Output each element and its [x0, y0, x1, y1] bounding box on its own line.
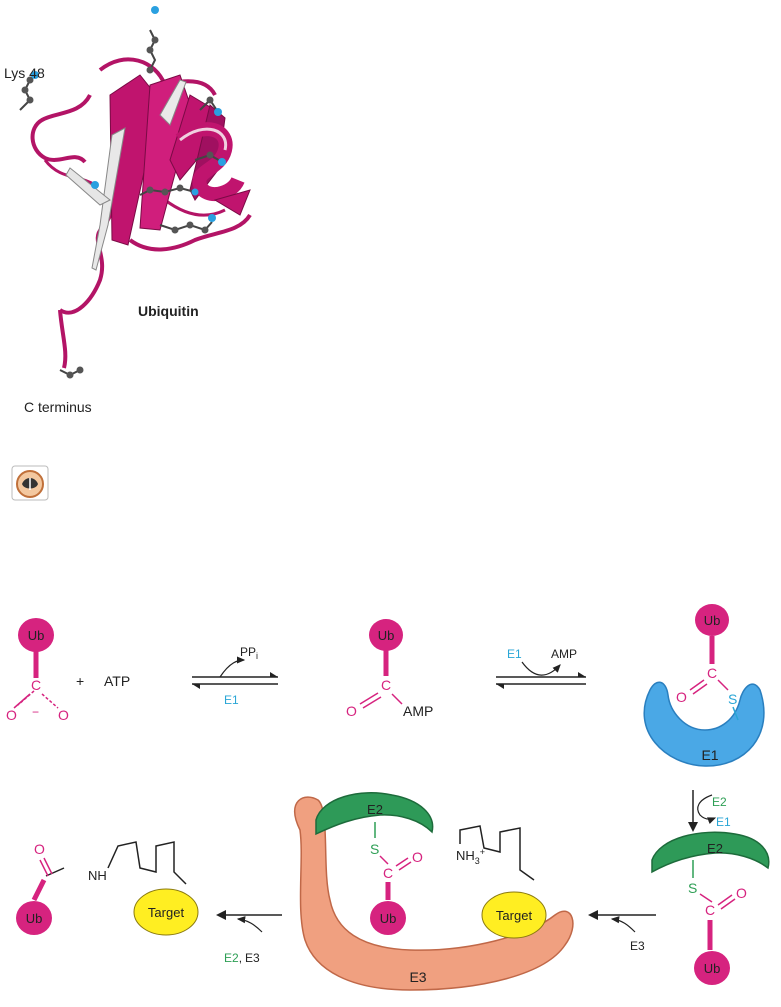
- amp-label: AMP: [551, 647, 577, 661]
- ub-label: Ub: [380, 911, 397, 926]
- ubiquitin-ribbon-structure: [20, 6, 250, 379]
- oxygen-label: O: [346, 703, 357, 719]
- interactive-mouse-icon[interactable]: [12, 466, 48, 500]
- lys48-label: Lys 48: [4, 65, 45, 81]
- e1-label: E1: [507, 647, 522, 661]
- product-enzymes-label: E2,E3: [224, 951, 260, 965]
- sulfur-label: S: [370, 841, 379, 857]
- e2-enzyme-label: E2: [367, 802, 383, 817]
- equilibrium-arrow-1: [192, 660, 278, 689]
- nh3-label: NH3+: [456, 847, 485, 866]
- oxygen-label: O: [736, 885, 747, 901]
- oxygen-label: O: [676, 689, 687, 705]
- arrow-to-e3: [588, 910, 656, 932]
- e1-enzyme-label: E1: [701, 747, 718, 763]
- e2-label: E2: [712, 795, 727, 809]
- e1-label: E1: [716, 815, 731, 829]
- ub-label: Ub: [704, 613, 721, 628]
- ubiquitinated-target: Ub O NH Target: [16, 841, 198, 935]
- equilibrium-arrow-2: [496, 662, 586, 689]
- oxygen-label: O: [6, 707, 17, 723]
- oxygen-label: O: [58, 707, 69, 723]
- oxygen-label: O: [34, 841, 45, 857]
- e1-label: E1: [224, 693, 239, 707]
- carbon-label: C: [707, 665, 717, 681]
- carbon-label: C: [383, 865, 393, 881]
- ub-adenylate: Ub C O AMP: [346, 619, 433, 719]
- carbon-label: C: [705, 902, 715, 918]
- c-terminus-label: C terminus: [24, 399, 92, 415]
- carbon-label: C: [381, 677, 391, 693]
- target-label: Target: [148, 905, 185, 920]
- ubiquitin-label: Ubiquitin: [138, 303, 199, 319]
- atp-label: ATP: [104, 673, 130, 689]
- target-label: Target: [496, 908, 533, 923]
- e2-enzyme-label: E2: [707, 841, 723, 856]
- carbon-label: C: [31, 677, 41, 693]
- e3-complex: E3 E2 S C O Ub NH3+ Target: [295, 793, 573, 990]
- transfer-arrow-e1-e2: [688, 790, 715, 832]
- e1-thioester: E1 Ub C O S: [644, 604, 764, 766]
- nh-label: NH: [88, 868, 107, 883]
- ub-label: Ub: [704, 961, 721, 976]
- plus-label: +: [76, 673, 84, 689]
- e3-enzyme-label: E3: [409, 969, 426, 985]
- oxygen-label: O: [412, 849, 423, 865]
- sulfur-label: S: [728, 691, 737, 707]
- ppi-label: PPi: [240, 645, 258, 661]
- minus-label: −: [32, 705, 39, 719]
- ub-label: Ub: [378, 628, 395, 643]
- e3-label: E3: [630, 939, 645, 953]
- ub-carboxylate: Ub C O O −: [6, 618, 69, 723]
- ub-label: Ub: [28, 628, 45, 643]
- sulfur-label: S: [688, 880, 697, 896]
- ub-label: Ub: [26, 911, 43, 926]
- arrow-to-product: [216, 910, 282, 932]
- amp-label: AMP: [403, 703, 433, 719]
- e2-thioester: E2 S C O Ub: [652, 832, 769, 985]
